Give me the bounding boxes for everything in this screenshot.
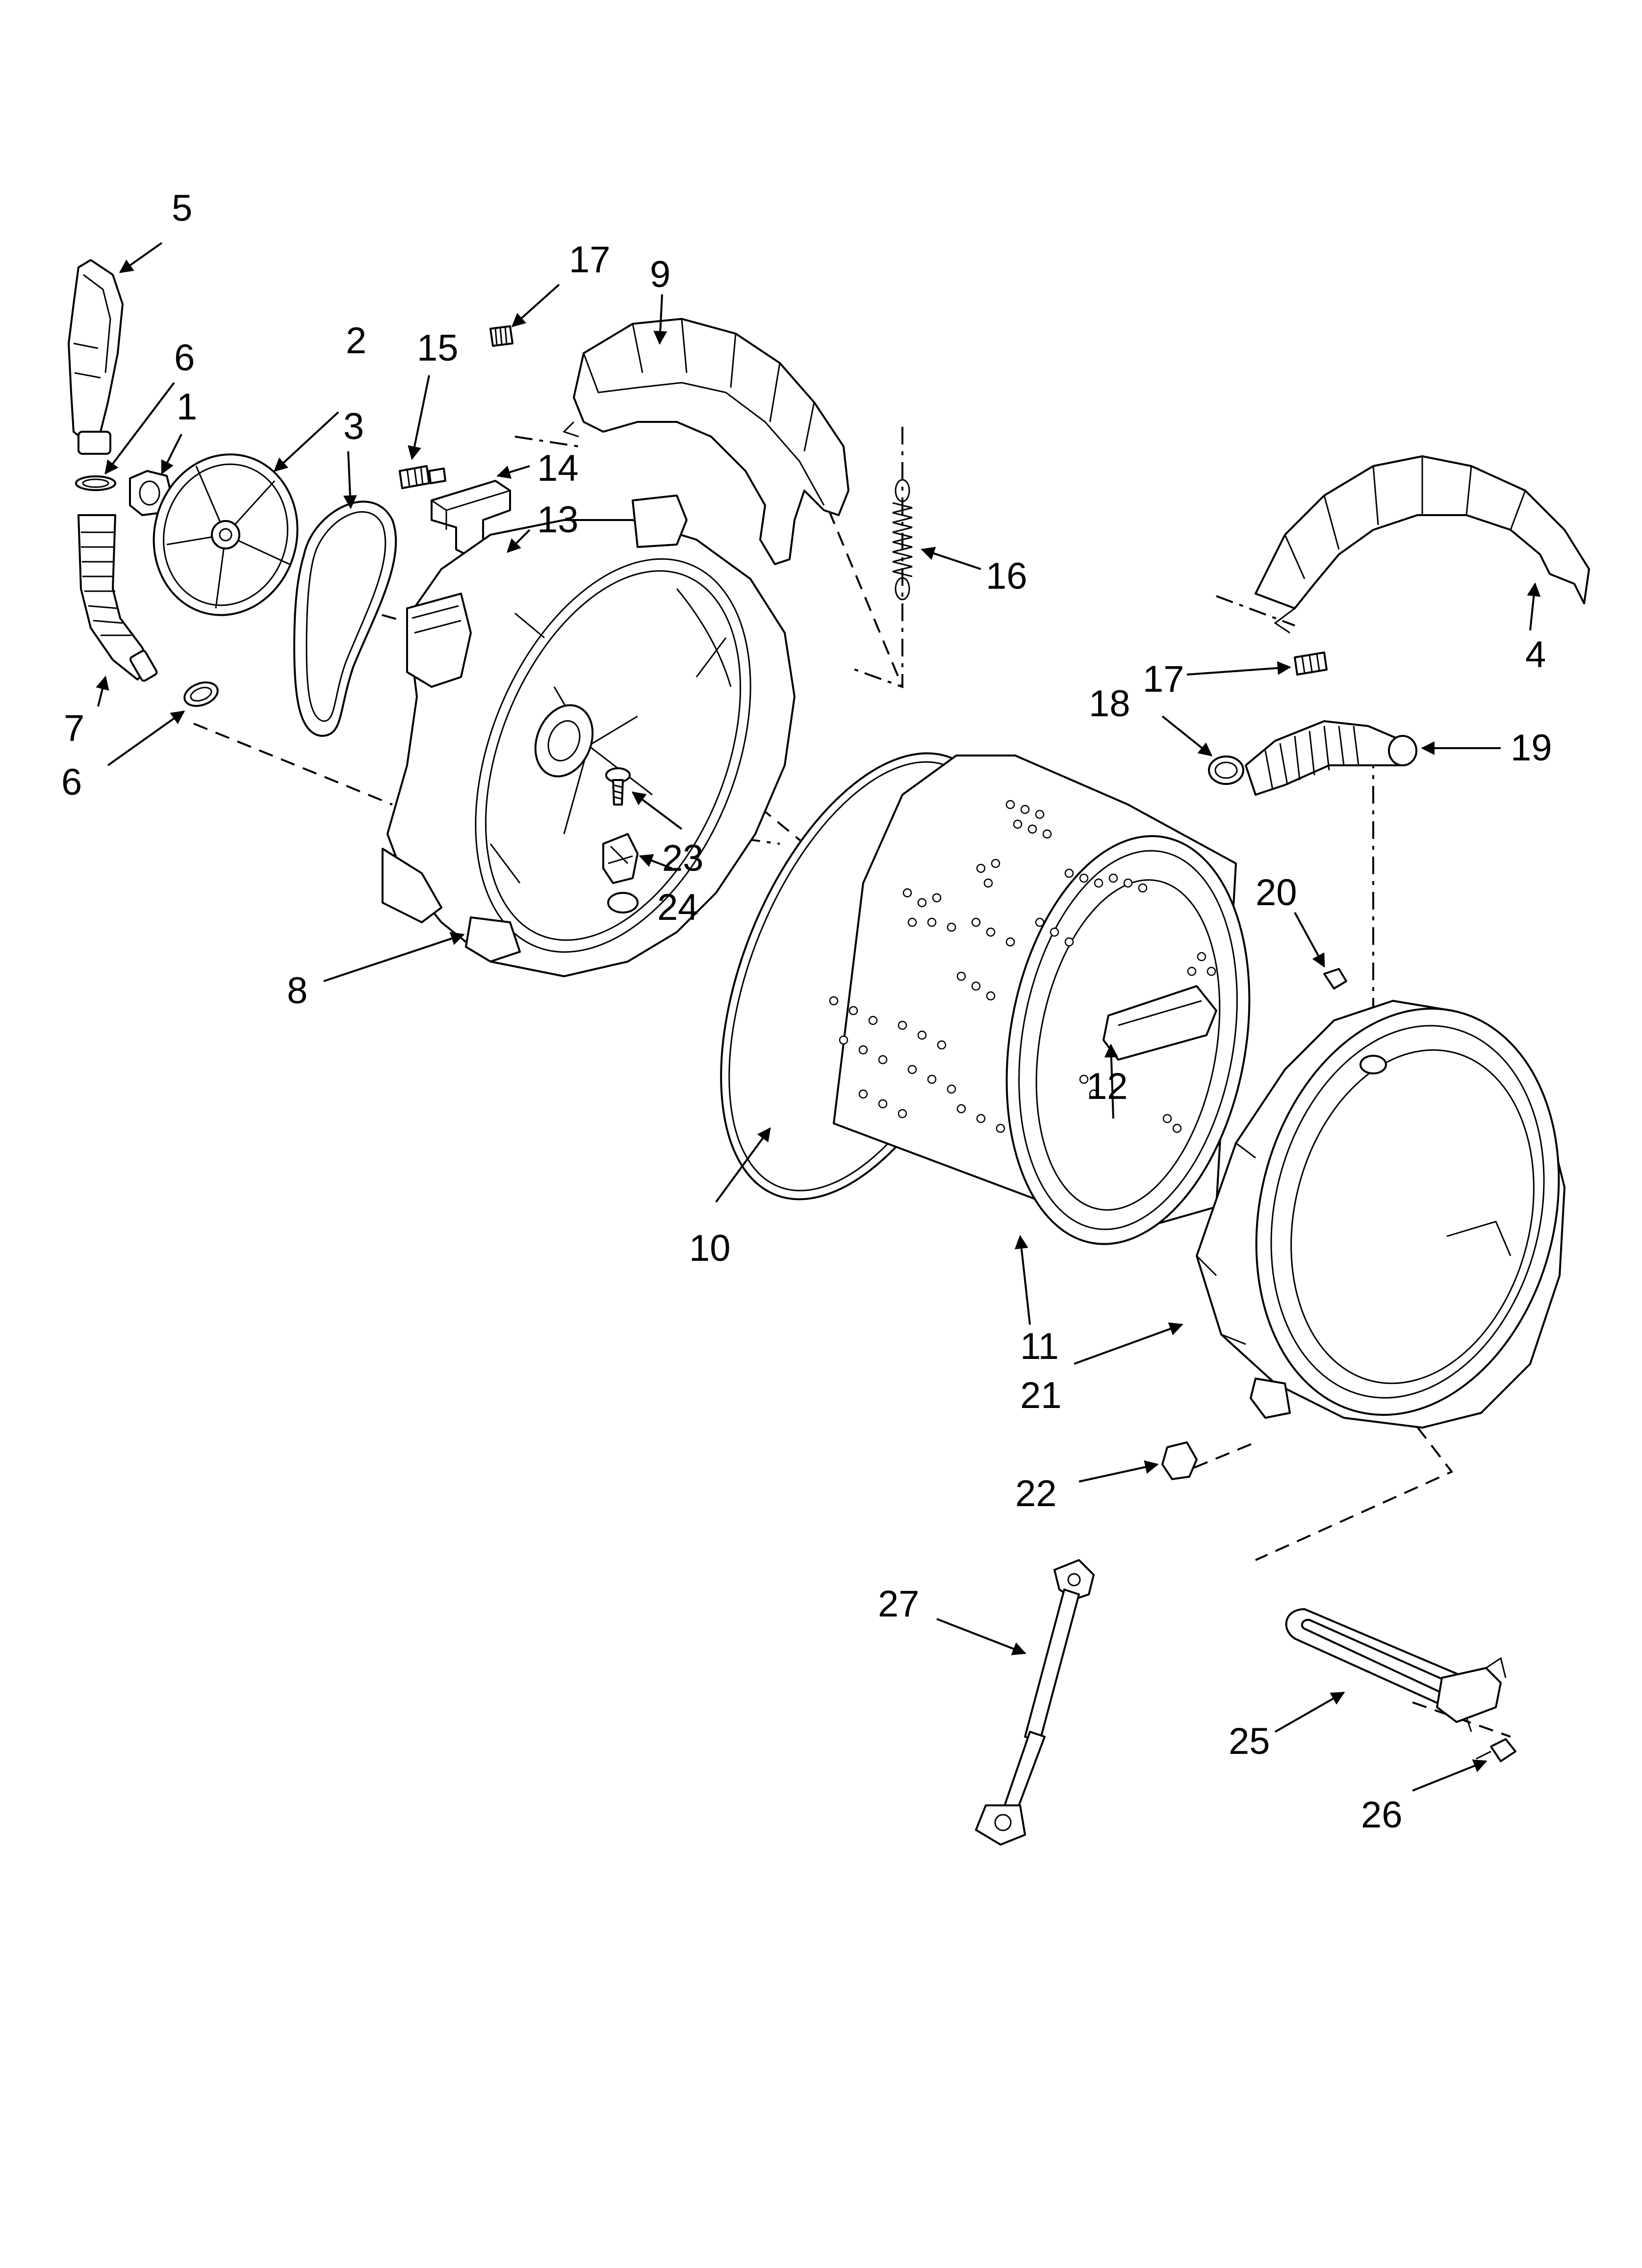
callout-9: 9 (650, 254, 670, 295)
callout-13: 13 (537, 499, 579, 541)
part-20-clip (1323, 968, 1347, 990)
callout-11: 11 (1020, 1326, 1059, 1367)
callout-6-upper: 6 (174, 337, 195, 379)
callout-23: 23 (662, 837, 704, 879)
callout-16: 16 (986, 555, 1027, 597)
part-16-spring (892, 479, 913, 600)
callout-21: 21 (1020, 1375, 1062, 1416)
callout-20: 20 (1256, 872, 1297, 913)
callout-10: 10 (689, 1227, 731, 1269)
callout-2: 2 (346, 320, 366, 362)
callout-1: 1 (177, 386, 197, 428)
callout-26: 26 (1361, 1794, 1403, 1836)
callout-24: 24 (657, 886, 699, 928)
part-7-drain-hose (77, 514, 158, 682)
callout-labels: 5 6 1 2 3 15 14 13 17 9 16 7 6 8 23 24 1… (61, 187, 1552, 1836)
part-18-clamp (1208, 756, 1244, 785)
part-6-hose-clamp-lower (183, 681, 219, 707)
part-25-heater-element (1285, 1608, 1507, 1732)
callout-6-lower: 6 (61, 761, 82, 803)
callout-25: 25 (1229, 1721, 1270, 1762)
leader-arrows (96, 242, 1541, 1792)
part-19-bellows-hose (1245, 720, 1417, 796)
callout-7: 7 (64, 707, 84, 749)
part-15-screw (399, 465, 446, 489)
part-23-screw (605, 767, 631, 806)
part-17-bolt-lower (1294, 652, 1328, 676)
callout-22: 22 (1015, 1473, 1057, 1514)
part-3-drive-belt (293, 500, 397, 737)
part-24-clip (602, 833, 639, 913)
callout-17-upper: 17 (569, 239, 611, 281)
callout-18: 18 (1089, 683, 1130, 725)
part-4-shield (1255, 455, 1590, 634)
part-21-front-tub (1196, 1000, 1565, 1429)
part-6-hose-clamp-upper (75, 475, 116, 491)
callout-12: 12 (1086, 1066, 1128, 1107)
part-26-connector (1476, 1738, 1516, 1762)
callout-5: 5 (172, 187, 192, 229)
part-22-pad (1161, 1441, 1198, 1480)
basket-perforations (829, 800, 1216, 1133)
part-8-rear-tub (382, 495, 795, 977)
part-5-hose-elbow (68, 259, 124, 455)
callout-27: 27 (878, 1583, 920, 1625)
part-17-bolt-upper (489, 325, 513, 347)
callout-17-lower: 17 (1143, 658, 1184, 700)
callout-8: 8 (287, 970, 308, 1012)
callout-3: 3 (343, 406, 364, 447)
part-2-drive-pulley (153, 453, 299, 616)
part-9-upper-shield (563, 318, 849, 565)
callout-4: 4 (1525, 634, 1546, 676)
callout-15: 15 (417, 327, 459, 369)
callout-14: 14 (537, 447, 579, 489)
part-11-spin-basket (829, 755, 1251, 1245)
callout-19: 19 (1511, 727, 1552, 769)
part-27-shock-absorber (975, 1559, 1095, 1846)
